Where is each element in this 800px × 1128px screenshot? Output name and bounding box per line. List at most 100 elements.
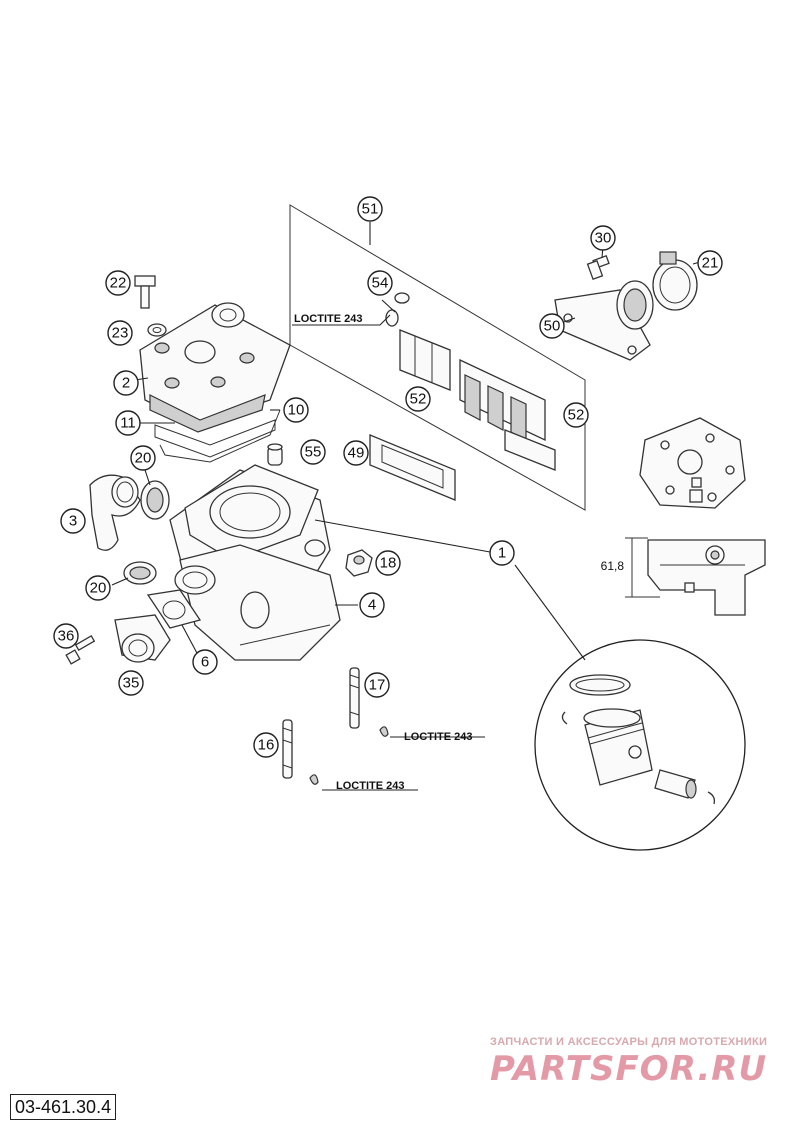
svg-text:52: 52 bbox=[410, 391, 427, 408]
watermark: ЗАПЧАСТИ И АКСЕССУАРЫ ДЛЯ МОТОТЕХНИКИ PA… bbox=[490, 1036, 767, 1089]
reed-petal-right-part bbox=[504, 429, 556, 471]
svg-text:20: 20 bbox=[135, 450, 152, 467]
leader-20-top bbox=[144, 469, 151, 486]
svg-text:52: 52 bbox=[568, 407, 585, 424]
stud-16-part bbox=[282, 719, 293, 779]
screw-36-part bbox=[65, 635, 96, 665]
svg-text:35: 35 bbox=[123, 675, 140, 692]
nut-18-part bbox=[345, 549, 373, 577]
leader-6 bbox=[181, 624, 199, 656]
svg-text:49: 49 bbox=[348, 445, 365, 462]
callout-21: 21 bbox=[697, 250, 723, 276]
diagram-code-label: 03-461.30.4 bbox=[10, 1094, 117, 1120]
callout-52-right: 52 bbox=[563, 402, 589, 428]
head-side-view-detail: 61,8 bbox=[601, 537, 766, 616]
callout-36: 36 bbox=[53, 623, 79, 649]
svg-text:11: 11 bbox=[120, 415, 136, 432]
callout-18: 18 bbox=[375, 550, 401, 576]
callout-4: 4 bbox=[359, 592, 385, 618]
callout-6: 6 bbox=[192, 649, 218, 675]
head-top-view-detail bbox=[639, 417, 746, 509]
callout-20-bottom: 20 bbox=[85, 575, 111, 601]
leader-1-cylinder bbox=[314, 519, 491, 553]
svg-text:54: 54 bbox=[372, 275, 389, 292]
screw-54-part bbox=[385, 292, 410, 327]
callout-22: 22 bbox=[105, 270, 131, 296]
svg-text:16: 16 bbox=[258, 737, 275, 754]
callout-16: 16 bbox=[253, 732, 279, 758]
dowel-55-part bbox=[267, 443, 283, 466]
needle-bearing-20-bottom-part bbox=[123, 561, 157, 585]
svg-text:6: 6 bbox=[201, 654, 209, 671]
dimension-label: 61,8 bbox=[601, 559, 625, 573]
loctite-note-stud-17: LOCTITE 243 bbox=[404, 731, 472, 743]
piston-part bbox=[583, 708, 653, 786]
cylinder-head-2-part bbox=[139, 302, 291, 433]
svg-text:3: 3 bbox=[69, 513, 77, 530]
piston-pin-part bbox=[654, 769, 697, 799]
svg-text:18: 18 bbox=[380, 555, 397, 572]
leader-loctite-top bbox=[292, 314, 391, 326]
callout-30: 30 bbox=[590, 225, 616, 251]
svg-text:55: 55 bbox=[305, 444, 322, 461]
svg-text:23: 23 bbox=[112, 325, 129, 342]
svg-text:50: 50 bbox=[544, 318, 561, 335]
circlip-right-part bbox=[707, 791, 716, 805]
leader-20-bottom bbox=[111, 577, 129, 586]
callout-49: 49 bbox=[343, 440, 369, 466]
kit-outline-box bbox=[289, 204, 586, 511]
exhaust-elbow-3-part bbox=[89, 474, 141, 551]
leader-54 bbox=[381, 299, 396, 313]
reed-petal-left-part bbox=[399, 329, 451, 391]
reed-valve-kit-group bbox=[289, 204, 586, 511]
callout-17: 17 bbox=[364, 672, 390, 698]
callout-3: 3 bbox=[60, 508, 86, 534]
svg-text:22: 22 bbox=[110, 275, 127, 292]
loctite-note-stud-16: LOCTITE 243 bbox=[336, 780, 404, 792]
circlip-left-part bbox=[561, 711, 568, 725]
screw-30-part bbox=[586, 255, 610, 281]
piston-ring-part bbox=[569, 674, 631, 696]
callout-11: 11 bbox=[115, 410, 141, 436]
exhaust-gasket-6-part bbox=[146, 589, 202, 629]
loctite-drop-17-icon bbox=[379, 726, 389, 737]
loctite-drop-16-icon bbox=[309, 774, 319, 785]
callout-50: 50 bbox=[539, 313, 565, 339]
o-ring-11-part bbox=[159, 409, 281, 463]
watermark-tagline: ЗАПЧАСТИ И АКСЕССУАРЫ ДЛЯ МОТОТЕХНИКИ bbox=[490, 1036, 767, 1048]
cylinder-4-part bbox=[169, 464, 341, 661]
callout-54: 54 bbox=[367, 270, 393, 296]
callout-51: 51 bbox=[357, 196, 383, 222]
svg-text:10: 10 bbox=[288, 402, 305, 419]
reed-block-part bbox=[459, 358, 546, 442]
svg-text:4: 4 bbox=[368, 597, 376, 614]
svg-text:21: 21 bbox=[702, 255, 719, 272]
stud-17-part bbox=[349, 667, 360, 729]
callout-35: 35 bbox=[118, 670, 144, 696]
head-gasket-10-part bbox=[154, 419, 276, 458]
callout-55: 55 bbox=[300, 439, 326, 465]
svg-text:1: 1 bbox=[498, 545, 506, 562]
callout-1: 1 bbox=[489, 540, 515, 566]
callout-10: 10 bbox=[283, 397, 309, 423]
callout-52-left: 52 bbox=[405, 386, 431, 412]
exhaust-flange-35-part bbox=[114, 614, 171, 663]
svg-text:51: 51 bbox=[362, 201, 379, 218]
svg-text:20: 20 bbox=[90, 580, 107, 597]
reed-gasket-49-part bbox=[369, 434, 456, 501]
svg-text:30: 30 bbox=[595, 230, 612, 247]
callout-2: 2 bbox=[113, 370, 139, 396]
leader-50 bbox=[563, 317, 576, 323]
callout-20-top: 20 bbox=[130, 445, 156, 471]
svg-text:17: 17 bbox=[369, 677, 386, 694]
leader-1-piston bbox=[514, 564, 586, 661]
washer-23-part bbox=[147, 323, 167, 337]
hose-clamp-21-part bbox=[652, 251, 698, 311]
bolt-22-part bbox=[134, 275, 156, 309]
svg-text:36: 36 bbox=[58, 628, 75, 645]
watermark-brand: PARTSFOR.RU bbox=[490, 1049, 767, 1089]
svg-text:2: 2 bbox=[122, 375, 130, 392]
callout-23: 23 bbox=[107, 320, 133, 346]
needle-bearing-20-top-part bbox=[140, 480, 170, 520]
